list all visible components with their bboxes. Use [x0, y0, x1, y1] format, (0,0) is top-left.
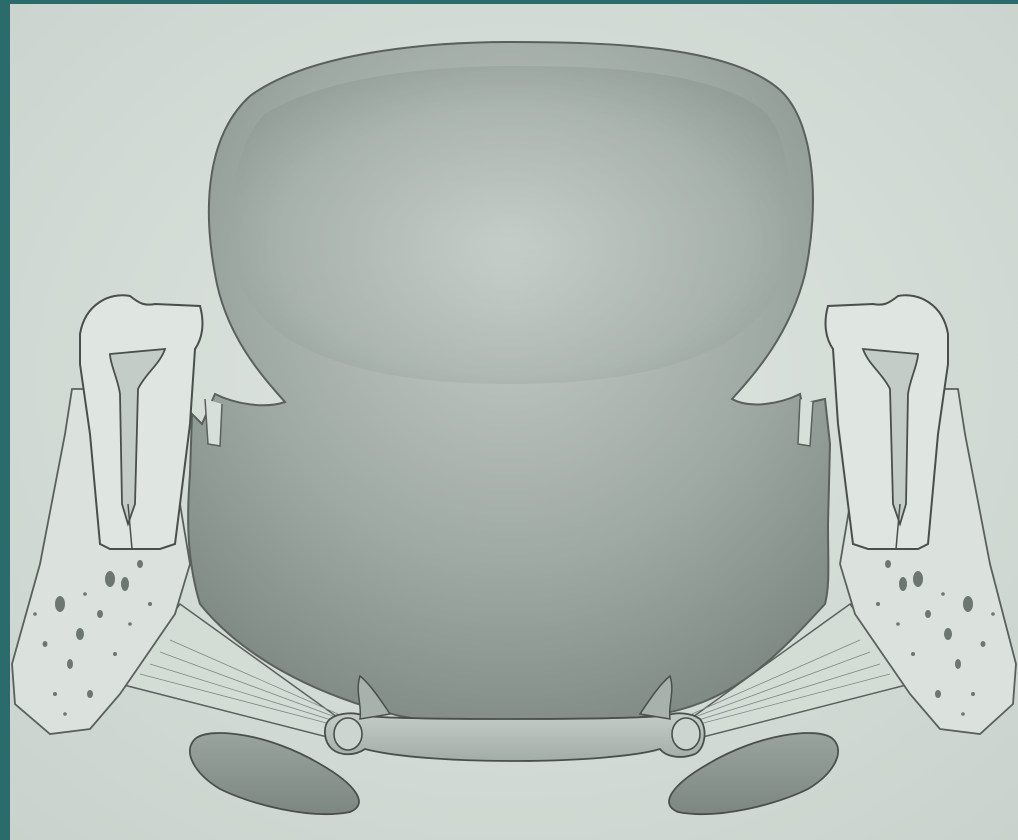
cross-section-diagram [10, 4, 1018, 840]
tongue-left-notch [205, 399, 222, 446]
paper-sheet [10, 4, 1018, 840]
frame-left-border [0, 0, 10, 840]
tongue-upper-highlight [232, 66, 790, 384]
tongue [188, 42, 830, 724]
tongue-right-notch [798, 399, 813, 446]
